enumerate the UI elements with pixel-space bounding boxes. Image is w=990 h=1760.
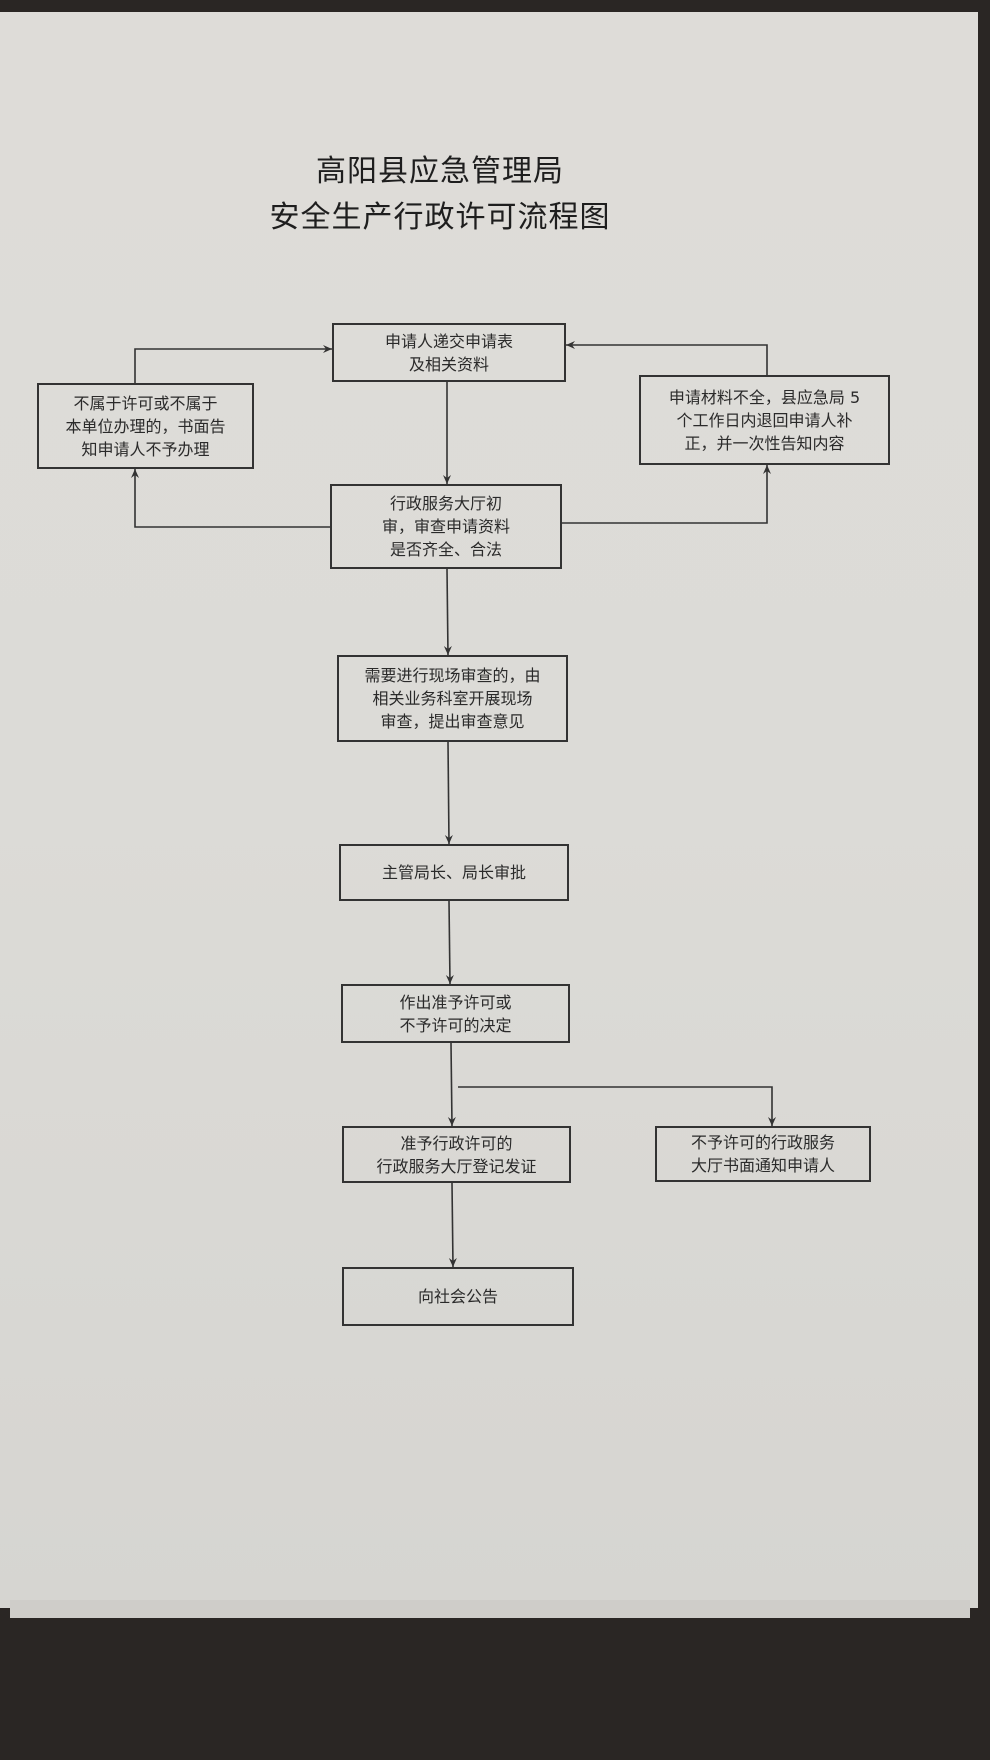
arrow-reject-to-submit [134, 345, 332, 383]
arrow-review-to-site [443, 568, 452, 656]
title-line-2: 安全生产行政许可流程图 [269, 200, 611, 235]
node-submit-application: 申请人递交申请表 及相关资料 [332, 323, 566, 382]
arrow-incomplete-to-submit [566, 341, 768, 375]
paper-edge [10, 1600, 970, 1618]
node-initial-review: 行政服务大厅初 审，审查申请资料 是否齐全、合法 [330, 484, 562, 569]
node-license-denied: 不予许可的行政服务 大厅书面通知申请人 [655, 1126, 871, 1182]
arrow-decision-to-granted [447, 1042, 456, 1127]
node-site-review: 需要进行现场审查的，由 相关业务科室开展现场 审查，提出审查意见 [337, 655, 568, 742]
paper-sheet [0, 12, 978, 1608]
arrow-review-to-incomplete [562, 465, 771, 524]
arrow-decision-to-denied [458, 1086, 776, 1126]
arrow-granted-to-announce [448, 1182, 457, 1268]
node-decision: 作出准予许可或 不予许可的决定 [341, 984, 570, 1043]
node-public-announcement: 向社会公告 [342, 1267, 574, 1326]
title-line-1: 高阳县应急管理局 [316, 154, 564, 189]
arrow-site-to-approval [444, 741, 453, 845]
arrow-approval-to-decision [445, 900, 454, 985]
node-license-granted: 准予行政许可的 行政服务大厅登记发证 [342, 1126, 571, 1183]
node-director-approval: 主管局长、局长审批 [339, 844, 569, 901]
node-incomplete-materials: 申请材料不全，县应急局 5 个工作日内退回申请人补 正，并一次性告知内容 [639, 375, 890, 465]
node-reject-out-of-scope: 不属于许可或不属于 本单位办理的，书面告 知申请人不予办理 [37, 383, 254, 469]
arrow-review-to-reject [131, 469, 330, 528]
